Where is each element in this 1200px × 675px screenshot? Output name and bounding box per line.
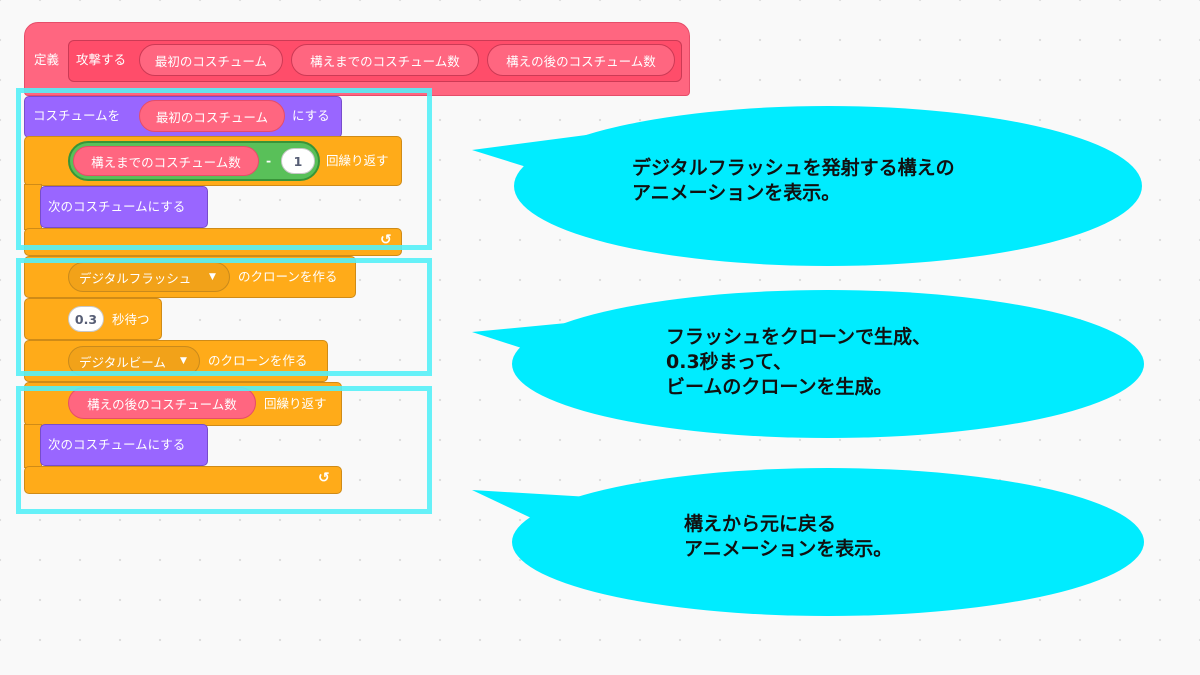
loop-arrow-icon: ↺: [318, 470, 330, 486]
wait-seconds-input[interactable]: 0.3: [68, 306, 104, 332]
repeat-1-footer[interactable]: [24, 228, 402, 256]
switch-costume-suffix: にする: [292, 108, 330, 123]
callout-2-line-1: フラッシュをクローンで生成、: [666, 326, 932, 348]
param-first-costume[interactable]: 最初のコスチューム: [139, 44, 283, 76]
callout-bubble-2: [472, 290, 1144, 438]
callout-bubble-2-tail: [472, 316, 640, 380]
callout-1-line-1: デジタルフラッシュを発射する構えの: [632, 157, 955, 179]
clone-beam-menu-label: デジタルビーム: [79, 354, 166, 370]
chevron-down-icon: ▼: [180, 356, 187, 366]
repeat-1-count-arg[interactable]: 構えまでのコスチューム数: [73, 146, 259, 176]
next-costume-block-1[interactable]: [40, 186, 208, 228]
callout-2-line-3: ビームのクローンを生成。: [666, 376, 893, 398]
subtract-number-input[interactable]: 1: [281, 148, 315, 174]
wait-label: 秒待つ: [112, 312, 150, 327]
repeat-2-label: 回繰り返す: [264, 396, 327, 411]
callout-1-line-2: アニメーションを表示。: [632, 182, 841, 204]
clone-flash-menu-label: デジタルフラッシュ: [79, 270, 192, 286]
switch-costume-arg[interactable]: 最初のコスチューム: [139, 100, 285, 132]
clone-flash-label: のクローンを作る: [238, 269, 338, 284]
callout-2-line-2: 0.3秒まって、: [666, 351, 792, 373]
callout-3-line-1: 構えから元に戻る: [684, 513, 837, 535]
repeat-2-footer[interactable]: [24, 466, 342, 494]
param-costumes-after-stance[interactable]: 構えの後のコスチューム数: [487, 44, 675, 76]
wait-block[interactable]: [24, 298, 162, 340]
callout-bubble-3-body: [512, 468, 1144, 616]
repeat-2-count-arg[interactable]: 構えの後のコスチューム数: [68, 387, 256, 419]
define-keyword: 定義: [34, 52, 60, 67]
next-costume-label-1: 次のコスチュームにする: [48, 199, 186, 214]
param-costumes-before-stance[interactable]: 構えまでのコスチューム数: [291, 44, 479, 76]
chevron-down-icon: ▼: [209, 272, 216, 282]
callout-bubble-1: [472, 106, 1142, 266]
loop-arrow-icon: ↺: [380, 232, 392, 248]
clone-beam-label: のクローンを作る: [208, 353, 308, 368]
clone-flash-menu[interactable]: デジタルフラッシュ: [68, 262, 230, 292]
subtract-sign: -: [266, 153, 272, 168]
callout-3-line-2: アニメーションを表示。: [684, 538, 893, 560]
highlight-frame-return: [16, 386, 432, 514]
callout-bubble-1-body: [514, 106, 1142, 266]
highlight-frame-clones: [16, 258, 432, 376]
callout-bubble-2-body: [512, 290, 1144, 438]
repeat-1-label: 回繰り返す: [326, 153, 389, 168]
callout-bubble-1-tail: [472, 128, 640, 196]
next-costume-label-2: 次のコスチュームにする: [48, 437, 186, 452]
switch-costume-prefix: コスチュームを: [33, 108, 121, 123]
next-costume-block-2[interactable]: [40, 424, 208, 466]
callout-bubble-3: [472, 468, 1144, 616]
highlight-frame-stance: [16, 88, 432, 250]
callout-bubble-3-tail: [472, 490, 640, 560]
custom-block-name: 攻撃する: [76, 52, 127, 67]
